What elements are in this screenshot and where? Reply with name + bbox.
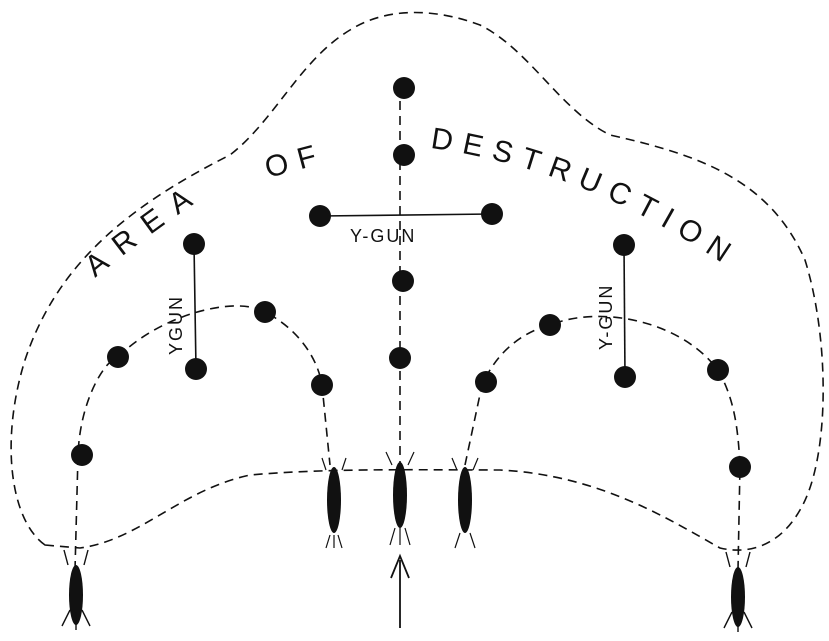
ship-center-right bbox=[452, 458, 478, 548]
charge-dot bbox=[481, 203, 503, 225]
of-label: OF bbox=[261, 137, 329, 185]
charge-dot bbox=[475, 371, 497, 393]
area-label: AREA bbox=[79, 175, 210, 284]
ygun-right-line bbox=[624, 245, 625, 377]
charge-dot bbox=[309, 205, 331, 227]
charge-dot bbox=[71, 444, 93, 466]
charge-dot bbox=[707, 359, 729, 381]
ygun-left-label: YGUN bbox=[166, 295, 186, 355]
arrow-up-icon bbox=[391, 556, 409, 628]
charge-dot bbox=[185, 358, 207, 380]
charge-dot bbox=[107, 346, 129, 368]
left-ship-trajectory bbox=[75, 306, 330, 570]
ygun-left-line bbox=[194, 244, 196, 369]
ygun-right-label: Y-GUN bbox=[596, 284, 616, 350]
charge-dot bbox=[614, 366, 636, 388]
charge-dot bbox=[183, 233, 205, 255]
area-of-destruction-boundary bbox=[11, 13, 823, 551]
charge-dot bbox=[392, 270, 414, 292]
charge-dot bbox=[254, 301, 276, 323]
charge-dot bbox=[389, 347, 411, 369]
charge-dot bbox=[393, 144, 415, 166]
charge-dot bbox=[539, 314, 561, 336]
charge-dot bbox=[729, 456, 751, 478]
charge-dot bbox=[613, 234, 635, 256]
charge-dot bbox=[311, 374, 333, 396]
depth-charges bbox=[71, 77, 751, 478]
ship-center bbox=[386, 452, 414, 545]
destruction-label: DESTRUCTION bbox=[429, 122, 745, 274]
ygun-center-line bbox=[320, 214, 492, 216]
ship-center-left bbox=[322, 458, 346, 548]
charge-dot bbox=[393, 77, 415, 99]
ygun-center-label: Y-GUN bbox=[350, 226, 416, 246]
right-ship-trajectory bbox=[465, 316, 740, 570]
